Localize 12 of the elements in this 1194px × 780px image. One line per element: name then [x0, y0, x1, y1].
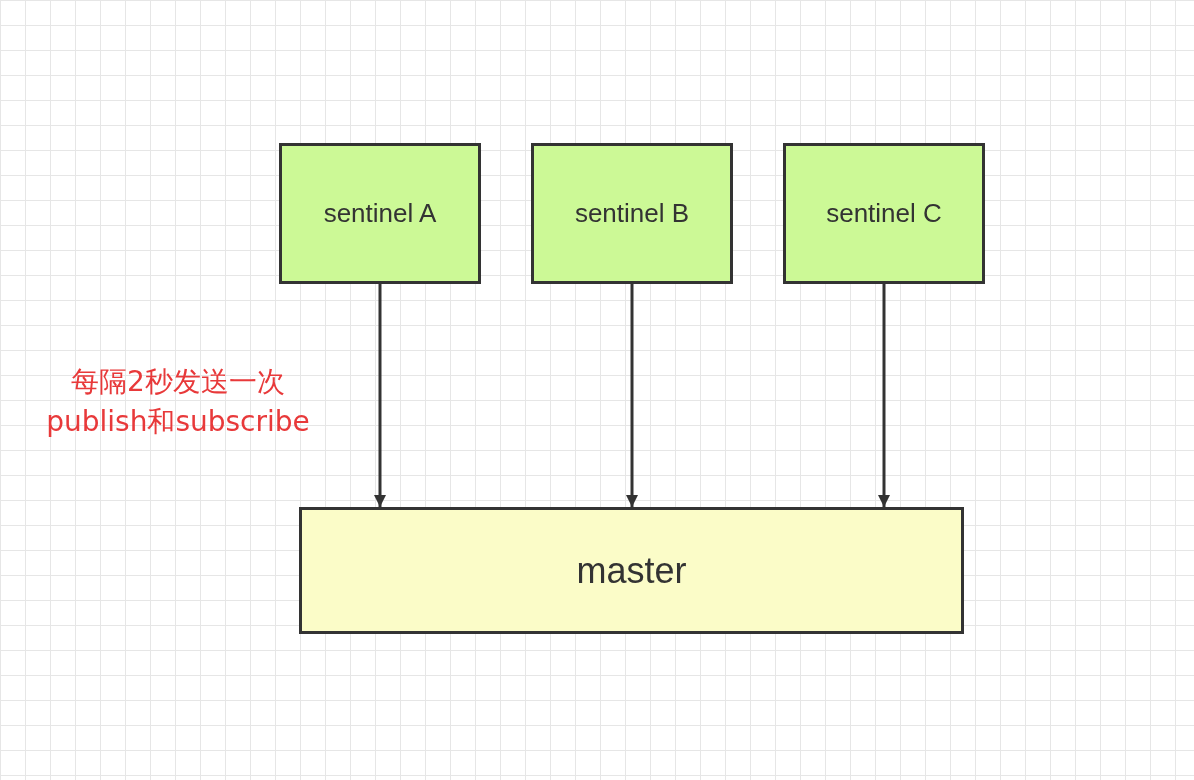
- master-box: [299, 507, 964, 634]
- node-label: sentinel B: [574, 198, 690, 229]
- arrow: [626, 284, 638, 507]
- arrow: [374, 284, 386, 507]
- annotation-text: 每隔2秒发送一次 publish和subscribe: [45, 364, 311, 440]
- node-label: sentinel A: [323, 198, 437, 229]
- node-label: master: [576, 549, 687, 592]
- sentinel-box: [783, 143, 985, 284]
- sentinel-box: [531, 143, 733, 284]
- node-label: sentinel C: [826, 198, 942, 229]
- arrow: [878, 284, 890, 507]
- sentinel-box: [279, 143, 481, 284]
